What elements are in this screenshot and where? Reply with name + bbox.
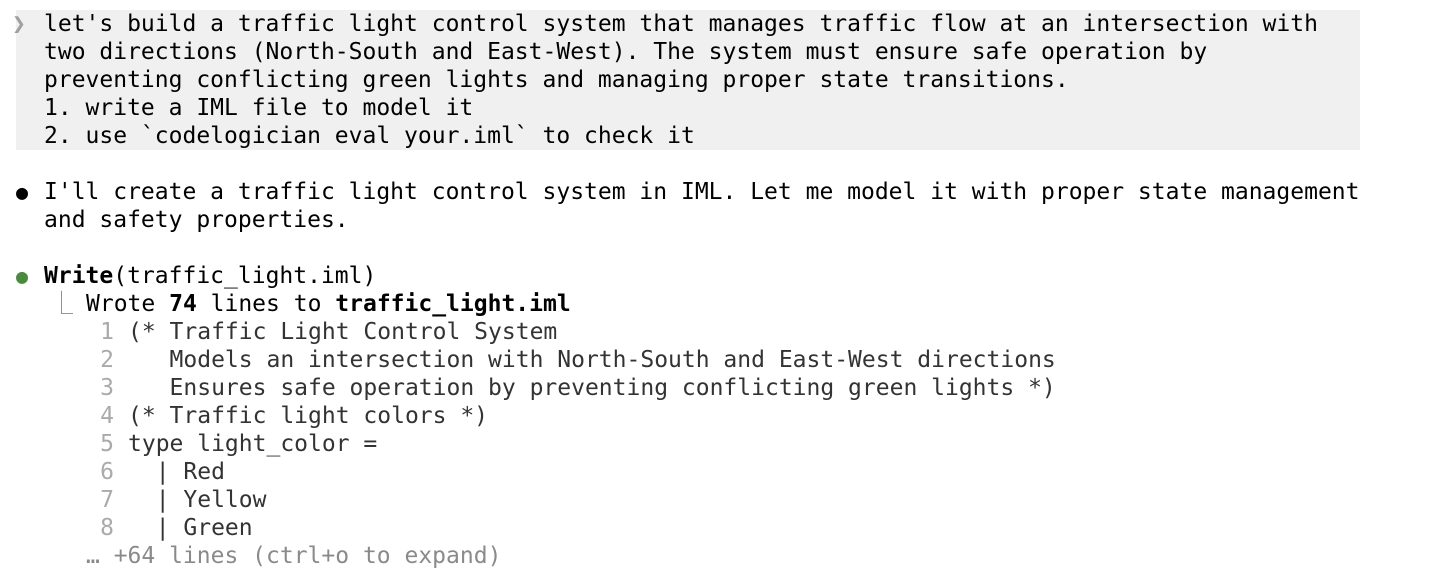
code-text: | Red <box>128 459 225 485</box>
code-text: Models an intersection with North-South … <box>128 347 1056 373</box>
prompt-line: two directions (North-South and East-Wes… <box>44 39 1208 65</box>
code-text: (* Traffic Light Control System <box>128 319 558 345</box>
result-prefix: Wrote <box>86 291 170 317</box>
result-mid: lines to <box>196 291 336 317</box>
tool-status-dot-icon: ● <box>16 264 29 288</box>
code-line: 2 Models an intersection with North-Sout… <box>86 346 1056 374</box>
line-number: 7 <box>100 487 114 513</box>
line-number: 5 <box>100 431 114 457</box>
tool-name: Write <box>44 263 114 289</box>
code-line: 5 type light_color = <box>86 430 377 458</box>
result-branch-icon: ⎿ <box>50 291 73 317</box>
line-number: 6 <box>100 459 114 485</box>
line-number: 4 <box>100 403 114 429</box>
message-bullet-icon: ● <box>16 180 29 204</box>
prompt-line: preventing conflicting green lights and … <box>44 67 1069 93</box>
code-line: 4 (* Traffic light colors *) <box>86 402 488 430</box>
code-text: | Yellow <box>128 487 267 513</box>
prompt-line: let's build a traffic light control syst… <box>44 11 1318 37</box>
code-line: 6 | Red <box>86 458 225 486</box>
file-name: traffic_light.iml <box>335 291 571 317</box>
prompt-line: 2. use `codelogician eval your.iml` to c… <box>44 123 695 149</box>
line-number: 8 <box>100 515 114 541</box>
line-count: 74 <box>169 291 197 317</box>
code-line: 3 Ensures safe operation by preventing c… <box>86 374 1056 402</box>
code-line: 7 | Yellow <box>86 486 266 514</box>
line-number: 1 <box>100 319 114 345</box>
tool-arg: (traffic_light.iml) <box>113 263 377 289</box>
prompt-chevron-icon: ❯ <box>12 11 26 37</box>
line-number: 2 <box>100 347 114 373</box>
code-text: | Green <box>128 515 253 541</box>
code-text: type light_color = <box>128 431 378 457</box>
expand-hint[interactable]: … +64 lines (ctrl+o to expand) <box>86 543 502 569</box>
line-number: 3 <box>100 375 114 401</box>
code-line: 8 | Green <box>86 514 253 542</box>
code-text: (* Traffic light colors *) <box>128 403 489 429</box>
tool-call-header: Write(traffic_light.iml) <box>44 262 376 290</box>
prompt-line: 1. write a IML file to model it <box>44 95 474 121</box>
tool-result-summary: Wrote 74 lines to traffic_light.iml <box>86 290 571 318</box>
user-prompt-block <box>16 10 1360 150</box>
code-line: 1 (* Traffic Light Control System <box>86 318 557 346</box>
code-text: Ensures safe operation by preventing con… <box>128 375 1056 401</box>
assistant-line: and safety properties. <box>44 207 349 233</box>
assistant-line: I'll create a traffic light control syst… <box>44 179 1360 205</box>
